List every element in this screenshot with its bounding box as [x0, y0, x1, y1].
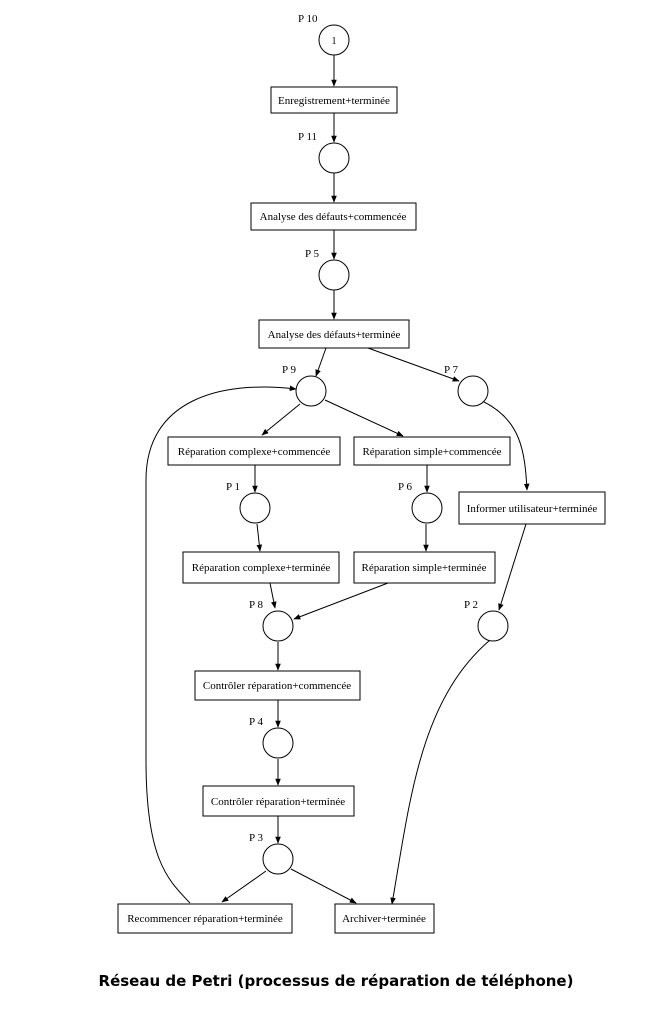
place-p5	[318, 259, 350, 291]
place-p4-label: P 4	[249, 716, 263, 728]
transition-analyse-commencee-label: Analyse des défauts+commencée	[260, 211, 407, 223]
place-p11	[318, 142, 350, 174]
place-p3-label: P 3	[249, 832, 263, 844]
transition-enregistrement-terminee	[270, 86, 398, 114]
edge-p3-archiver	[290, 868, 357, 904]
transition-enregistrement-terminee-label: Enregistrement+terminée	[278, 95, 390, 107]
edge-rep-simple-terminee-p8	[293, 582, 389, 620]
edge-p9-rep-simple-commencee	[324, 399, 404, 437]
transition-rep-simple-terminee	[353, 551, 496, 584]
place-p6	[411, 492, 443, 524]
transition-archiver-terminee-label: Archiver+terminée	[342, 913, 426, 925]
transition-informer-terminee	[458, 491, 606, 525]
place-p4	[262, 727, 294, 759]
transition-rep-complexe-terminee	[182, 551, 340, 584]
edge-analyse-terminee-p7	[367, 347, 460, 382]
place-p7-label: P 7	[444, 364, 458, 376]
transition-rep-simple-commencee-label: Réparation simple+commencée	[362, 446, 501, 458]
transition-rep-simple-commencee	[353, 436, 511, 466]
transition-analyse-terminee-label: Analyse des défauts+terminée	[268, 329, 401, 341]
place-p5-label: P 5	[305, 248, 319, 260]
edge-analyse-terminee-p9	[315, 347, 327, 377]
place-p9	[295, 375, 327, 407]
place-p10-label: P 10	[298, 13, 318, 25]
edge-p3-recommencer	[221, 870, 267, 903]
transition-analyse-terminee	[258, 319, 410, 349]
transition-recommencer-terminee	[117, 903, 293, 934]
place-p8-label: P 8	[249, 599, 263, 611]
edge-p9-rep-complexe-commencee	[261, 403, 301, 436]
transition-rep-complexe-terminee-label: Réparation complexe+terminée	[192, 562, 331, 574]
transition-controler-terminee	[202, 785, 355, 817]
petri-net-diagram: 1 P 10 P 11 P 5 P 9 P 7 P 1 P 6 P 8 P 2 …	[117, 13, 606, 934]
place-p6-label: P 6	[398, 481, 412, 493]
place-p2	[477, 610, 509, 642]
transition-rep-complexe-commencee-label: Réparation complexe+commencée	[178, 446, 331, 458]
edge-p2-archiver	[390, 639, 491, 905]
edge-recommencer-p9	[145, 385, 297, 904]
place-p10	[318, 24, 350, 56]
place-p1-label: P 1	[226, 481, 240, 493]
place-p11-label: P 11	[298, 131, 317, 143]
transition-recommencer-terminee-label: Recommencer réparation+terminée	[127, 913, 283, 925]
transition-controler-terminee-label: Contrôler réparation+terminée	[211, 796, 345, 808]
edge-p1-rep-complexe-terminee	[256, 523, 263, 552]
edge-p7-informer	[483, 401, 530, 491]
transition-informer-terminee-label: Informer utilisateur+terminée	[467, 503, 598, 515]
diagram-caption: Réseau de Petri (processus de réparation…	[98, 972, 574, 990]
edge-rep-complexe-terminee-p8	[269, 582, 277, 609]
transition-rep-simple-terminee-label: Réparation simple+terminée	[361, 562, 486, 574]
transitions: Enregistrement+terminée Analyse des défa…	[117, 86, 606, 934]
transition-controler-commencee-label: Contrôler réparation+commencée	[203, 680, 351, 692]
place-p2-label: P 2	[464, 599, 478, 611]
transition-controler-commencee	[194, 670, 361, 701]
place-p1	[239, 492, 271, 524]
edge-informer-p2	[498, 523, 527, 611]
place-p8	[262, 610, 294, 642]
place-p9-label: P 9	[282, 364, 296, 376]
place-p10-tokens: 1	[332, 36, 337, 47]
edges	[145, 55, 530, 905]
transition-rep-complexe-commencee	[167, 436, 341, 466]
transition-archiver-terminee	[334, 903, 435, 934]
place-p3	[262, 843, 294, 875]
transition-analyse-commencee	[250, 202, 417, 231]
places: 1 P 10 P 11 P 5 P 9 P 7 P 1 P 6 P 8 P 2 …	[226, 13, 509, 875]
place-p7	[457, 375, 489, 407]
